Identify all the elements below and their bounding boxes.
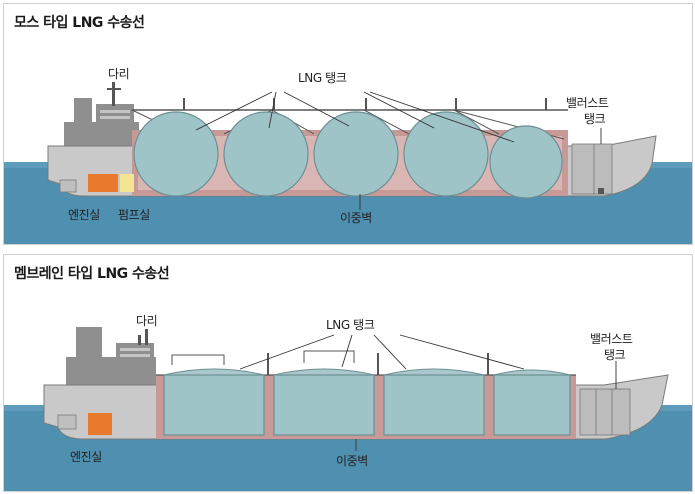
moss-panel-title: 모스 타입 LNG 수송선 bbox=[14, 15, 145, 31]
membrane-dome-2 bbox=[273, 368, 375, 376]
membrane-window-row-2 bbox=[120, 354, 150, 357]
membrane-leader-lines bbox=[239, 334, 617, 451]
moss-label-pump: 펌프실 bbox=[118, 208, 150, 222]
moss-tank-4 bbox=[403, 111, 489, 197]
membrane-dome-4 bbox=[493, 369, 571, 376]
moss-house-window-row-2 bbox=[100, 116, 130, 119]
membrane-house-lower bbox=[66, 357, 156, 387]
moss-tank-2 bbox=[223, 111, 309, 197]
moss-mast-top bbox=[107, 88, 121, 90]
moss-type-panel: 모스 타입 LNG 수송선 bbox=[3, 3, 693, 245]
moss-pump-room bbox=[120, 174, 134, 192]
membrane-engine-room bbox=[88, 413, 112, 435]
moss-superstructure bbox=[64, 82, 139, 148]
membrane-label-lng-tank: LNG 탱크 bbox=[326, 318, 375, 332]
moss-tank-3 bbox=[313, 111, 399, 197]
moss-ship-illustration: 다리 LNG 탱크 밸러스트 탱크 엔진실 펌프실 이중벽 bbox=[4, 67, 692, 244]
membrane-ship-illustration: 다리 LNG 탱크 밸러스트 탱크 엔진실 이중벽 bbox=[4, 314, 692, 491]
membrane-superstructure bbox=[66, 327, 156, 387]
membrane-ballast-tank bbox=[579, 388, 631, 436]
membrane-label-ballast: 밸러스트 bbox=[590, 332, 633, 346]
membrane-mast-2 bbox=[138, 335, 141, 345]
moss-label-lng-tank: LNG 탱크 bbox=[298, 71, 347, 85]
membrane-tank-1 bbox=[163, 374, 265, 436]
membrane-type-panel: 멤브레인 타입 LNG 수송선 bbox=[3, 254, 693, 492]
moss-label-ballast: 밸러스트 bbox=[566, 96, 609, 110]
membrane-deck-frame-2 bbox=[303, 350, 355, 363]
membrane-deck-frame-1 bbox=[171, 354, 225, 365]
moss-tank-1 bbox=[133, 111, 219, 197]
moss-deck-truss-5 bbox=[453, 109, 500, 135]
membrane-house-upper bbox=[116, 343, 154, 361]
moss-mast bbox=[112, 82, 115, 106]
membrane-label-ballast-tank: 탱크 bbox=[604, 348, 626, 362]
membrane-panel-title: 멤브레인 타입 LNG 수송선 bbox=[14, 266, 170, 282]
membrane-tank-2 bbox=[273, 374, 375, 436]
membrane-mast bbox=[145, 329, 148, 345]
membrane-stern-gear bbox=[57, 414, 77, 430]
moss-engine-room bbox=[88, 174, 118, 192]
membrane-label-engine: 엔진실 bbox=[70, 450, 102, 464]
membrane-label-double-hull: 이중벽 bbox=[336, 454, 368, 468]
moss-label-engine: 엔진실 bbox=[68, 208, 100, 222]
membrane-dome-3 bbox=[383, 368, 485, 376]
membrane-label-bridge: 다리 bbox=[136, 314, 157, 328]
moss-ballast-vent bbox=[598, 188, 604, 194]
moss-label-ballast-tank: 탱크 bbox=[584, 112, 606, 126]
moss-tank-5 bbox=[489, 125, 563, 199]
membrane-dome-1 bbox=[163, 368, 265, 376]
moss-label-double-hull: 이중벽 bbox=[340, 211, 372, 225]
moss-deck-truss-4 bbox=[363, 109, 410, 135]
moss-leader-lines bbox=[195, 91, 602, 210]
membrane-window-row bbox=[120, 348, 150, 351]
moss-label-bridge: 다리 bbox=[108, 67, 129, 81]
moss-house-upper bbox=[96, 104, 134, 124]
moss-ballast-tank bbox=[571, 143, 613, 195]
membrane-tank-3 bbox=[383, 374, 485, 436]
membrane-lng-tanks bbox=[163, 374, 571, 436]
moss-lng-tanks bbox=[133, 111, 563, 199]
moss-house-lower bbox=[64, 122, 139, 148]
membrane-tank-4 bbox=[493, 374, 571, 436]
moss-stern-gear bbox=[59, 179, 77, 193]
moss-house-window-row bbox=[100, 110, 130, 113]
